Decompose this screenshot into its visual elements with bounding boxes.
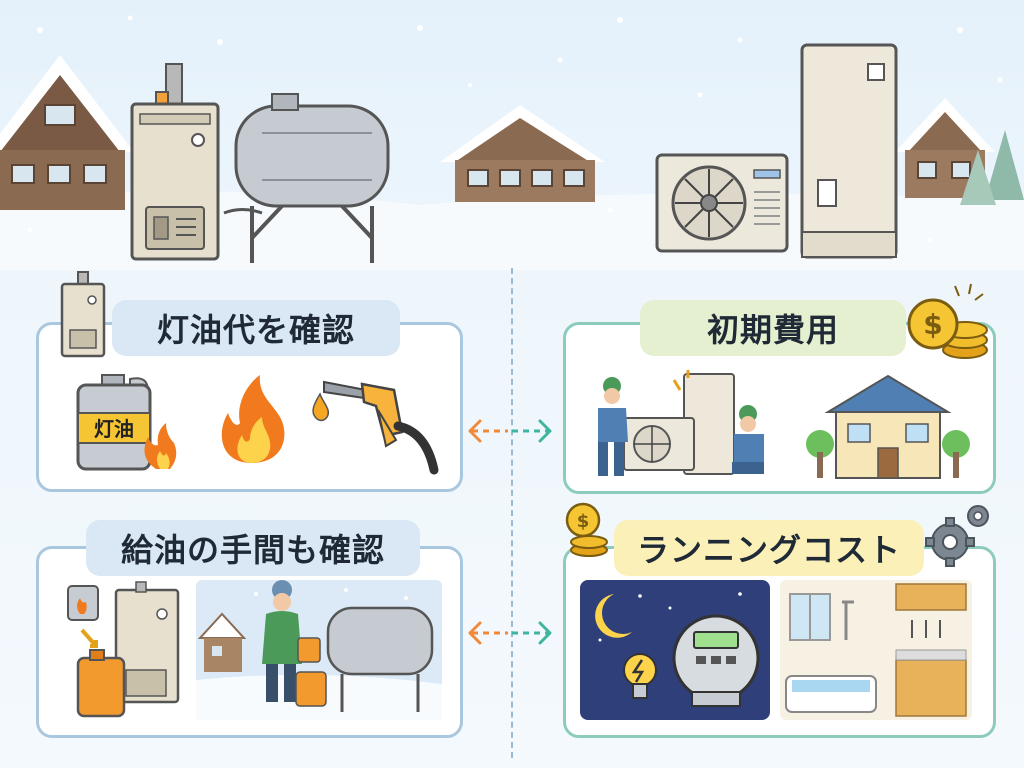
snowy-trees [960,130,1024,205]
double-arrow-top [468,419,552,443]
gear-icon [925,505,989,567]
flame-icon [221,375,285,463]
center-divider [511,268,513,758]
snowy-house-right [895,98,995,198]
kerosene-can-icon: 灯油 [76,374,177,471]
hot-water-storage-tank-icon [800,43,898,259]
snowy-house-middle [440,105,605,202]
electric-meter-icon [672,614,760,707]
snowflakes [27,15,1003,243]
night-electricity-panel [580,580,770,720]
coin-symbol-small: $ [577,511,590,532]
kerosene-label: 灯油 [94,417,134,441]
house-icon [806,374,970,479]
refueling-steps-icon [67,581,180,718]
fuel-nozzle-icon [312,380,439,475]
heading-refueling-effort: 給油の手間も確認 [86,520,420,576]
oil-boiler-small-icon [60,271,106,358]
heat-pump-outdoor-unit-icon [655,153,789,253]
snowy-house-left [0,55,134,210]
coins-icon: $ [907,283,988,359]
coins-small-icon: $ [565,502,608,557]
coin-symbol: $ [923,308,942,341]
double-arrow-bottom [468,621,552,645]
heading-kerosene-cost: 灯油代を確認 [112,300,400,356]
oil-boiler-icon [130,63,220,261]
heading-running-cost: ランニングコスト [614,520,924,576]
oil-tank-icon [223,93,390,263]
winter-refueling-scene [196,580,442,720]
installation-workers-illustration [598,370,764,476]
light-bulb-icon [623,653,657,699]
bathroom-icon [780,580,972,720]
moon-icon [595,594,632,638]
heading-initial-cost: 初期費用 [640,300,906,356]
